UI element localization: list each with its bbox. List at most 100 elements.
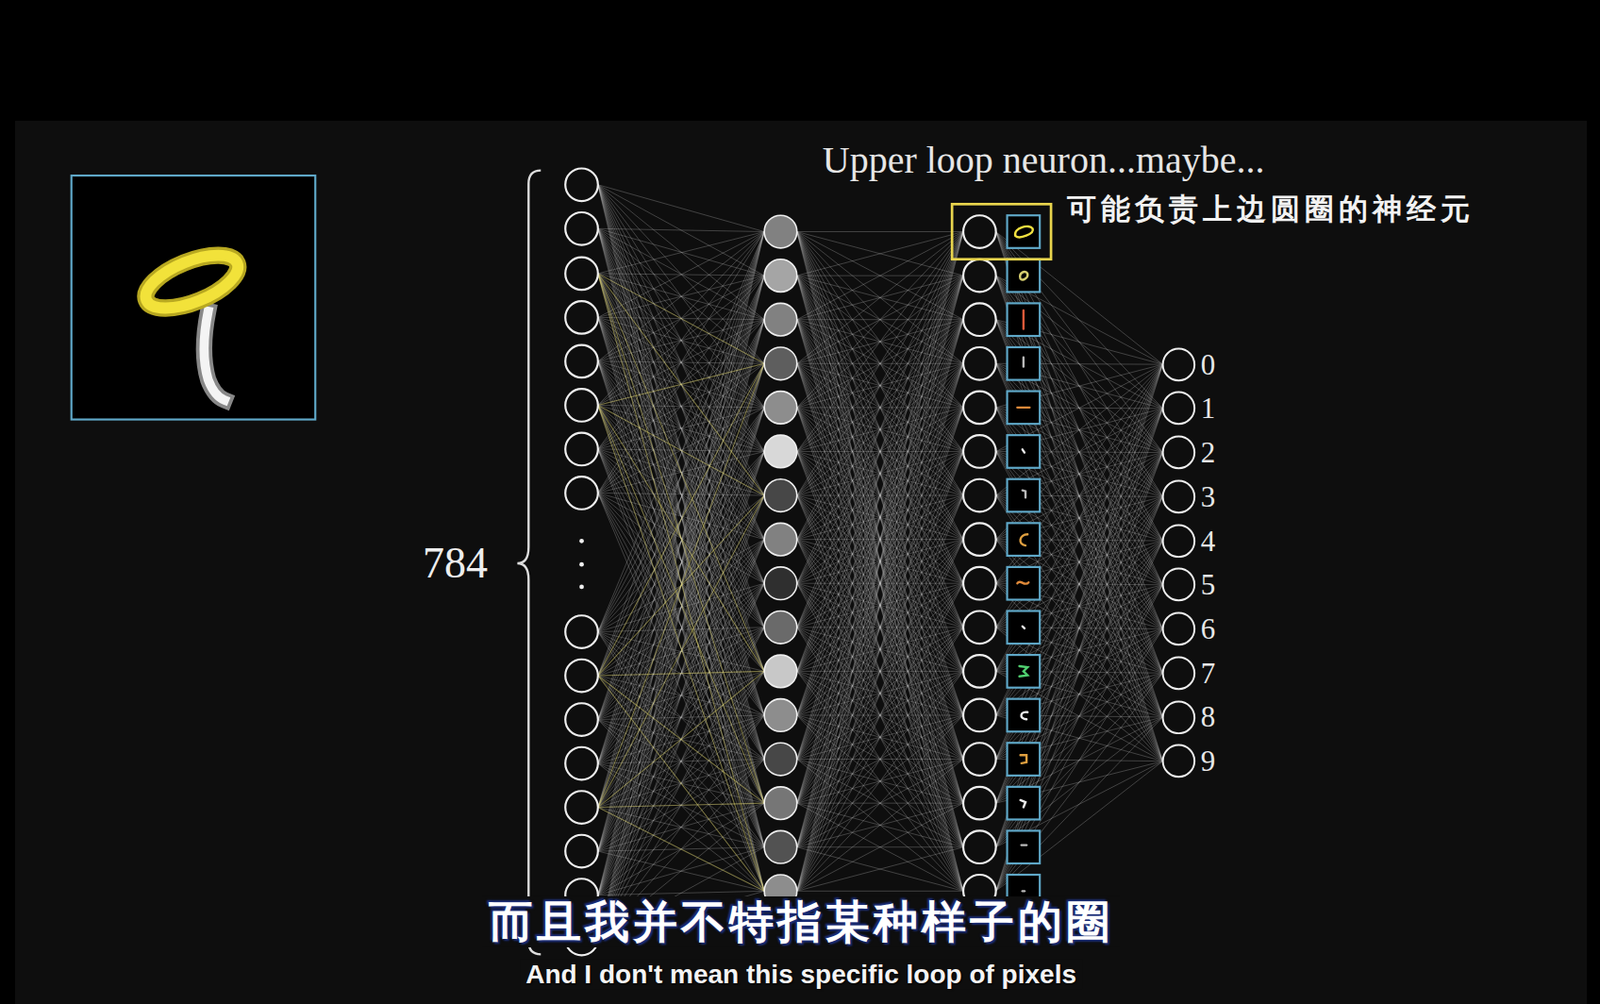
weight-line [598,232,765,940]
weight-line [797,759,964,892]
ellipsis-dot [579,562,584,567]
digit-label: 0 [1200,350,1217,380]
weight-line [598,802,765,807]
neuron-circle [1161,743,1197,779]
weight-line [598,363,765,405]
feature-thumbnail [1007,347,1041,381]
output-neuron: 7 [1161,655,1216,691]
feature-thumbnail [1007,699,1041,733]
neuron-circle [1161,434,1197,470]
digit-label: 7 [1200,658,1217,688]
weight-line [598,275,765,895]
hidden-neuron [963,830,997,864]
weight-line [598,492,765,496]
weight-line [598,319,765,939]
input-neuron [565,257,599,291]
feature-thumbnail [1007,566,1041,600]
weight-line [996,363,1164,629]
input-neuron [565,433,599,467]
hidden-neuron [764,786,798,820]
weight-line [598,273,765,364]
feature-thumbnail [1007,786,1041,820]
weight-line [797,363,964,891]
weight-line [598,404,765,716]
hidden-neuron [963,434,997,468]
weight-line [598,228,765,759]
weight-line [598,407,765,896]
weight-line [797,539,964,892]
weight-line [598,184,765,803]
input-neuron [565,476,599,510]
weight-line [598,361,765,848]
weight-line [598,316,765,891]
weight-line [598,404,765,891]
neuron-circle [1161,700,1197,735]
hidden-neuron [764,215,798,249]
weight-line [996,452,1164,892]
weight-line [797,847,964,892]
weight-line [996,232,1164,585]
weight-line [598,404,765,803]
weight-line [598,275,765,764]
weight-line [598,759,765,852]
weight-line [797,232,964,584]
weight-line [797,363,964,891]
neuron-circle [1161,347,1197,383]
weight-line [598,316,765,671]
hidden-neuron [963,347,997,381]
weight-line [598,184,765,892]
hidden-neuron [764,654,798,688]
weight-line [797,232,964,760]
weight-line [598,232,765,896]
weight-line [797,232,964,408]
feature-thumbnail [1007,654,1041,688]
weight-line [598,404,765,671]
weight-line [996,364,1164,891]
weight-line [996,496,1164,891]
hidden-neuron [764,302,798,336]
output-neuron: 6 [1161,611,1216,647]
weight-line [598,404,765,803]
weight-line [598,232,765,852]
weight-line [598,232,765,720]
input-neuron [565,212,599,246]
weight-line [598,675,765,891]
weight-line [797,627,964,892]
neuron-circle [1161,479,1197,515]
weight-line [598,450,765,851]
hidden-neuron [963,566,997,600]
highlight-frame [951,203,1051,259]
output-neuron: 9 [1161,743,1216,779]
weight-line [598,670,765,807]
weight-line [797,275,964,891]
weight-line [797,802,964,891]
weight-line [797,232,964,408]
brace [516,170,541,955]
weight-line [996,363,1164,761]
highlight-lines [598,273,765,891]
hidden-neuron [963,654,997,688]
feature-thumbnail [1007,610,1041,644]
hidden-neuron [963,215,997,249]
weight-line [996,584,1164,892]
weight-line [598,273,765,803]
hidden-neuron [963,699,997,733]
weight-line [797,232,964,892]
hidden-neuron [764,699,798,733]
weight-line [797,231,964,233]
weight-line [598,273,765,803]
weight-line [797,890,964,892]
weight-line [996,364,1164,628]
weight-line [598,273,765,672]
input-neuron [565,659,599,693]
weight-line [598,275,765,939]
video-panel [15,120,1587,1004]
weight-line [996,629,1164,892]
weight-line [598,670,765,807]
hidden-neuron [764,347,798,381]
weight-line [797,275,964,891]
subtitle: 而且我并不特指某种样子的圈 [483,896,1120,948]
weight-line [598,363,765,676]
hidden-neuron [963,391,997,425]
